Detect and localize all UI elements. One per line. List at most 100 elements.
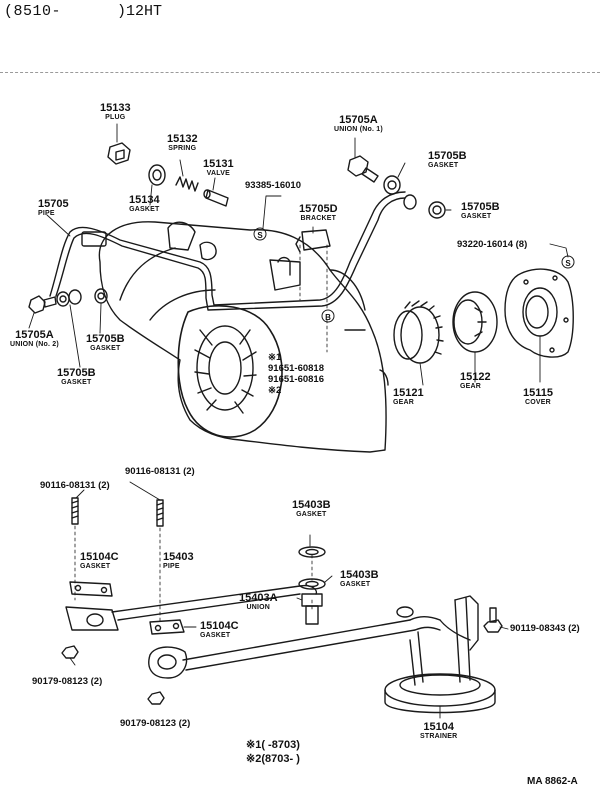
part-number-90179-right: 90179-08123 (2) (120, 718, 191, 729)
part-name: BRACKET (300, 215, 337, 222)
gasket-15705B-right-illustration (428, 201, 446, 219)
gear-15121-illustration (393, 300, 444, 364)
gasket-15403B-upper-illustration (298, 546, 326, 558)
part-number: 15121 (393, 387, 424, 399)
spring-15132-illustration (175, 176, 199, 192)
union-15705A-no2-illustration (28, 295, 57, 314)
bolt-number-1: 91651-60818 (268, 363, 324, 374)
part-number: 15403B (340, 569, 379, 581)
part-number-93385: 93385-16010 (245, 180, 301, 191)
part-number-93220: 93220-16014 (8) (457, 239, 528, 250)
symbol-b: B (325, 313, 331, 322)
stud-90116-left-illustration (71, 497, 79, 525)
gasket-15705B-upper-illustration (383, 175, 401, 195)
part-name: GASKET (200, 632, 231, 639)
bolt-90119-illustration (483, 607, 503, 633)
valve-15131-illustration (203, 189, 229, 207)
part-number: 15104C (200, 620, 239, 632)
bracket-15705D-illustration (301, 229, 331, 251)
part-name: GASKET (296, 511, 327, 518)
symbol-s-2: S (565, 259, 571, 268)
part-number: 15104 (423, 721, 454, 733)
nut-90179-left-illustration (61, 645, 79, 659)
part-name: GEAR (460, 383, 482, 390)
part-name: GASKET (61, 379, 92, 386)
symbol-circles (253, 227, 575, 323)
part-name: GASKET (129, 206, 160, 213)
part-number: 15705B (86, 333, 125, 345)
header-date-end: )12HT (117, 3, 163, 20)
leader-lines-lower (69, 481, 509, 719)
part-number: 15131 (203, 158, 234, 170)
dashed-guides-upper (299, 244, 328, 353)
part-name: GASKET (340, 581, 371, 588)
gasket-15705B-center-illustration (94, 288, 108, 304)
header-date-start: (8510- (4, 3, 62, 20)
part-number-90119: 90119-08343 (2) (510, 623, 580, 634)
bolt-marker-1: ※1 (268, 352, 282, 363)
pipe-15705-illustration (49, 191, 406, 311)
footnote-1: ※1( -8703) (246, 739, 300, 751)
bolt-marker-2: ※2 (268, 385, 282, 396)
part-name: COVER (525, 399, 551, 406)
part-name: STRAINER (420, 733, 458, 740)
part-name: PIPE (38, 210, 55, 217)
part-number: 15115 (523, 387, 553, 399)
footnote-2: ※2(8703- ) (246, 753, 300, 765)
part-number: 15122 (460, 371, 491, 383)
part-number: 15705A (15, 329, 54, 341)
part-number: 15403B (292, 499, 331, 511)
part-name: GASKET (461, 213, 492, 220)
bolt-number-2: 91651-60816 (268, 374, 324, 385)
strainer-15104-illustration (384, 595, 496, 714)
part-number: 15403A (239, 592, 278, 604)
leader-lines-upper (28, 123, 569, 386)
part-number: 15104C (80, 551, 119, 563)
part-number: 15705B (461, 201, 500, 213)
part-number: 15705B (428, 150, 467, 162)
gasket-15104C-lower-illustration (149, 619, 185, 635)
part-name: GASKET (428, 162, 459, 169)
part-name: PLUG (105, 114, 126, 121)
part-name: UNION (No. 1) (334, 126, 383, 133)
stud-90116-right-illustration (156, 499, 164, 527)
part-name: GEAR (393, 399, 415, 406)
part-name: GASKET (80, 563, 111, 570)
part-number: 15705B (57, 367, 96, 379)
part-name: GASKET (90, 345, 121, 352)
part-number-90116-right: 90116-08131 (2) (125, 466, 195, 477)
gasket-15705B-left-illustration (56, 291, 70, 307)
part-number: 15403 (163, 551, 194, 563)
part-number-90116-left: 90116-08131 (2) (40, 480, 110, 491)
pipe-15403-illustration (65, 584, 441, 679)
part-name: VALVE (206, 170, 230, 177)
plug-15133-illustration (107, 142, 131, 165)
part-number: 15132 (167, 133, 198, 145)
gasket-15403B-lower-illustration (298, 578, 326, 590)
pump-housing-illustration (98, 221, 389, 453)
nut-90179-right-illustration (147, 691, 165, 705)
gear-15122-illustration (452, 291, 498, 353)
part-number: 15705A (339, 114, 378, 126)
